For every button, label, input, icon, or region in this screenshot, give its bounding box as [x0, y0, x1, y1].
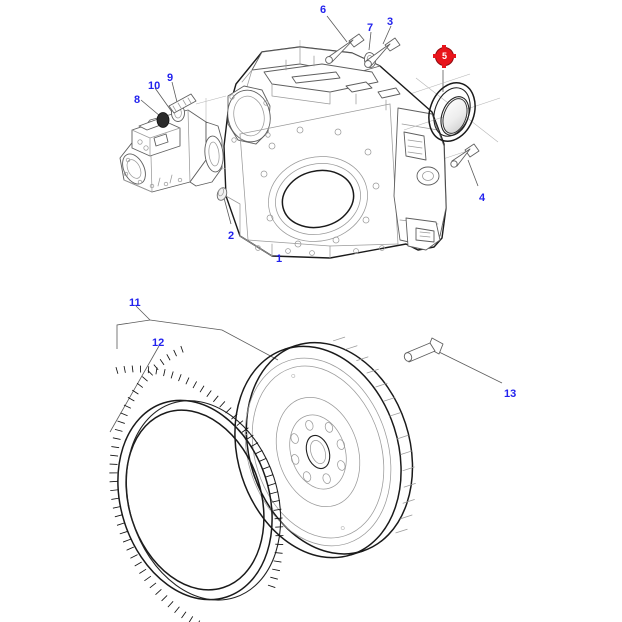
crankshaft-seal-part-5 [403, 77, 501, 143]
bolt-part-3 [364, 37, 401, 68]
bolt-part-4 [450, 143, 480, 168]
callout-label-3[interactable]: 3 [387, 16, 394, 28]
callout-label-9[interactable]: 9 [167, 72, 174, 84]
bell-housing-assembly [223, 40, 471, 259]
leader-lines [109, 15, 503, 433]
flywheel-part-11 [234, 336, 416, 559]
callout-label-1[interactable]: 1 [276, 253, 283, 265]
marker-spike-west [433, 54, 437, 58]
highlight-marker-label: 5 [441, 51, 447, 61]
callout-label-2[interactable]: 2 [228, 230, 235, 242]
highlight-marker-part-5[interactable]: 5 [433, 45, 456, 68]
starter-motor-assembly [119, 95, 227, 193]
stud-part-9 [168, 93, 197, 114]
callout-label-12[interactable]: 12 [152, 337, 165, 349]
ring-gear-part-12 [109, 345, 284, 622]
flywheel-bolt-part-13 [403, 337, 444, 363]
callout-label-6[interactable]: 6 [320, 4, 327, 16]
callout-label-4[interactable]: 4 [479, 192, 486, 204]
marker-spike-east [452, 54, 456, 58]
callout-label-10[interactable]: 10 [148, 80, 161, 92]
dowel-pin-part-2 [216, 187, 228, 201]
plug-part-8 [156, 112, 170, 128]
bolt-part-6 [325, 33, 365, 64]
callout-label-7[interactable]: 7 [367, 22, 374, 34]
callout-label-8[interactable]: 8 [134, 94, 141, 106]
marker-spike-south [442, 64, 446, 68]
marker-spike-north [442, 45, 446, 49]
callout-label-13[interactable]: 13 [504, 388, 517, 400]
callout-label-11[interactable]: 11 [129, 297, 141, 309]
